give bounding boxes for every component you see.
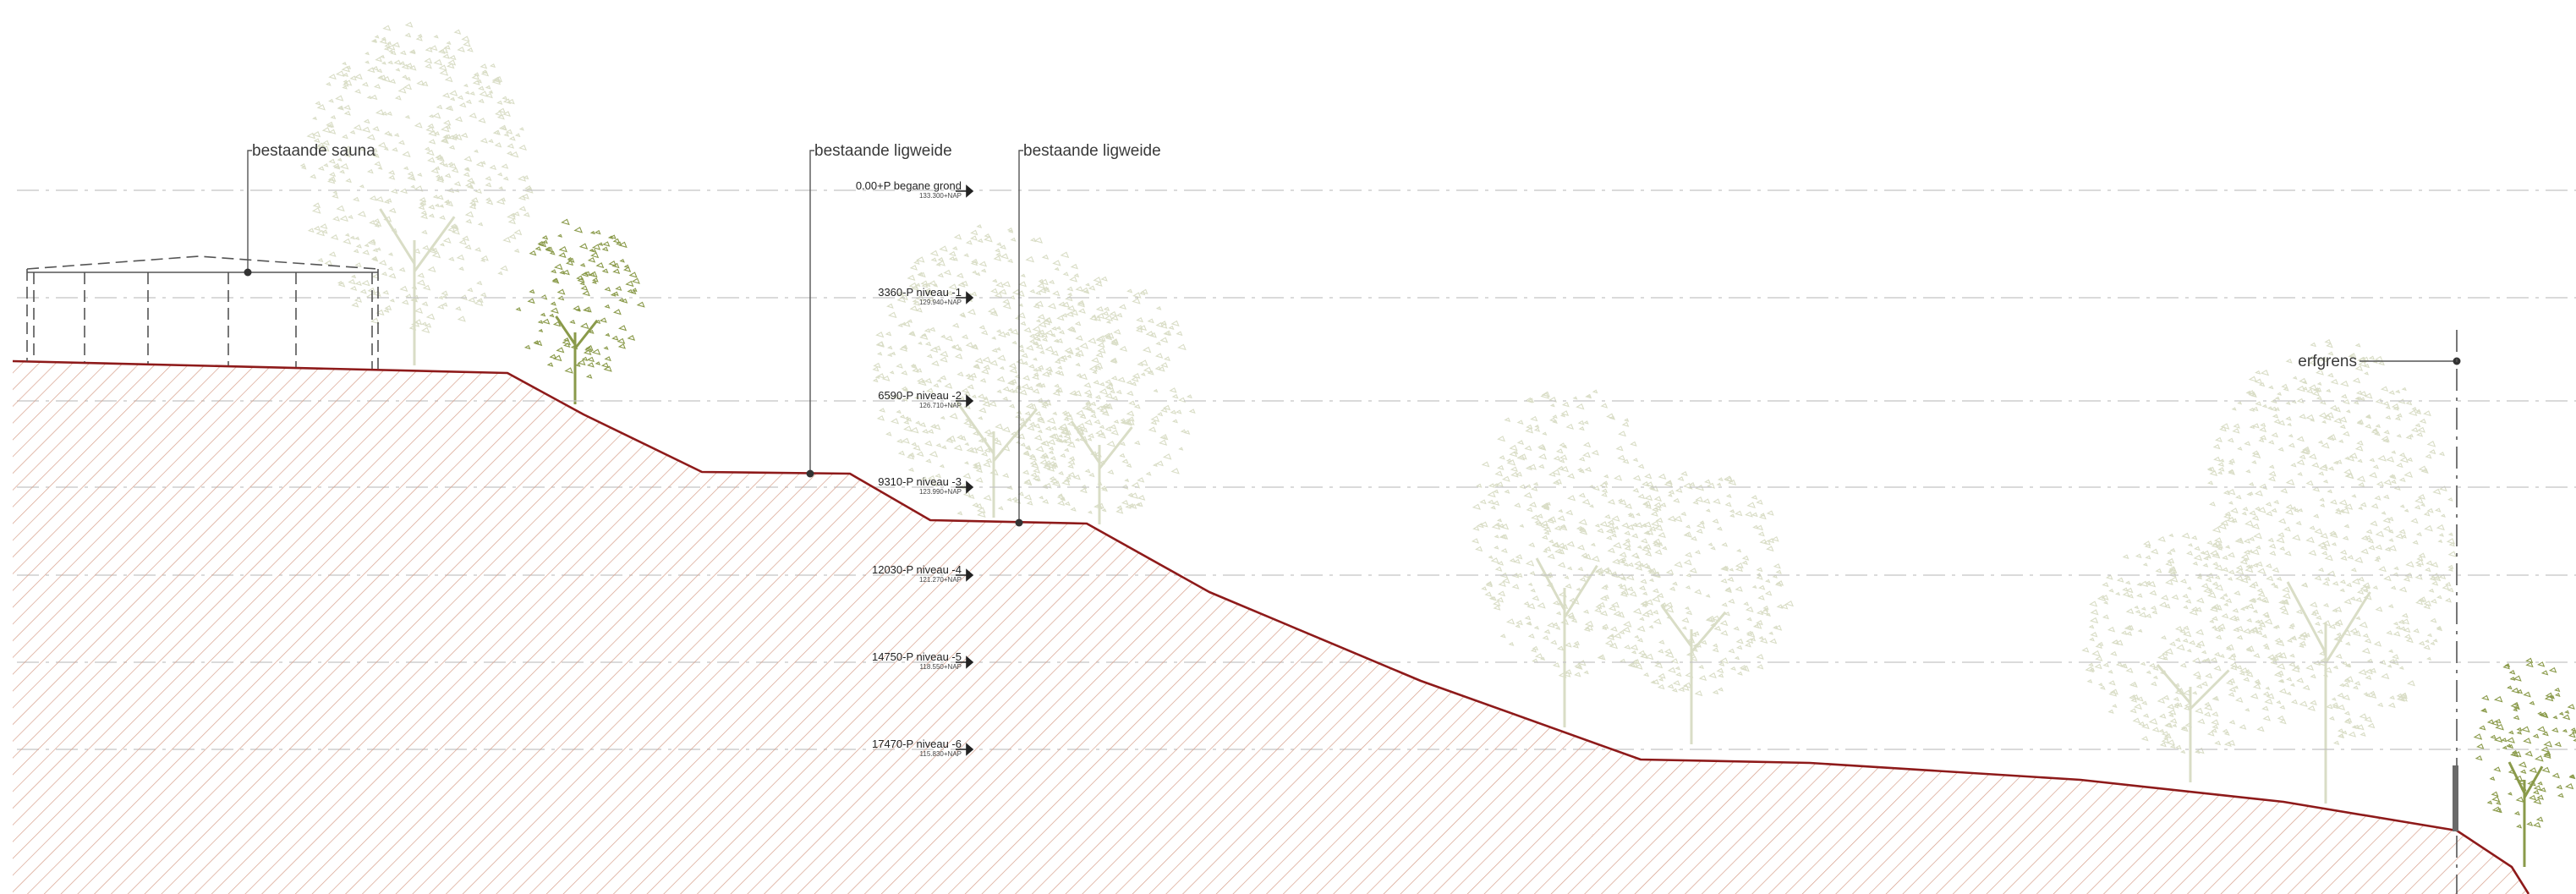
level-arrow-icon xyxy=(956,480,974,494)
level-arrow-icon xyxy=(956,568,974,582)
label-sauna: bestaande sauna xyxy=(252,142,375,160)
tree xyxy=(1594,470,1794,744)
level-marker-6: 17470-P niveau -6 115.830+NAP xyxy=(872,738,974,758)
ligweide-1-marker xyxy=(806,469,814,478)
tree xyxy=(1471,389,1663,727)
sauna-marker xyxy=(244,268,252,277)
boundary-fence xyxy=(2453,765,2458,831)
tree xyxy=(2201,338,2457,804)
tree xyxy=(2473,657,2576,867)
label-ligweide-1: bestaande ligweide xyxy=(814,142,952,160)
level-name: 9310-P niveau -3 xyxy=(878,475,962,488)
level-name: 17470-P niveau -6 xyxy=(872,738,962,750)
level-arrow-icon xyxy=(956,184,974,198)
level-name: 6590-P niveau -2 xyxy=(878,389,962,402)
ligweide-2-marker xyxy=(1015,518,1023,527)
level-arrow-icon xyxy=(956,743,974,756)
level-name: 3360-P niveau -1 xyxy=(878,286,962,299)
level-arrow-icon xyxy=(956,394,974,408)
tree xyxy=(1008,276,1196,524)
terrain-hatch xyxy=(13,361,2529,894)
level-marker-4: 12030-P niveau -4 121.270+NAP xyxy=(872,563,974,584)
level-nap: 133.300+NAP xyxy=(919,192,962,200)
tree xyxy=(299,21,534,365)
level-arrow-icon xyxy=(956,655,974,669)
level-nap: 121.270+NAP xyxy=(919,576,962,584)
level-nap: 123.990+NAP xyxy=(919,488,962,496)
level-nap: 118.550+NAP xyxy=(920,663,962,671)
label-ligweide-2: bestaande ligweide xyxy=(1023,142,1161,160)
tree xyxy=(2081,532,2307,782)
level-marker-1: 3360-P niveau -1 129.940+NAP xyxy=(878,286,974,306)
level-nap: 126.710+NAP xyxy=(919,402,962,409)
level-arrow-icon xyxy=(956,291,974,304)
level-nap: 115.830+NAP xyxy=(920,750,962,758)
level-name: 0.00+P begane grond xyxy=(856,179,962,192)
level-name: 12030-P niveau -4 xyxy=(872,563,962,576)
level-marker-5: 14750-P niveau -5 118.550+NAP xyxy=(872,650,974,671)
level-nap: 129.940+NAP xyxy=(919,299,962,306)
level-marker-0: 0.00+P begane grond 133.300+NAP xyxy=(856,179,974,200)
label-erfgrens: erfgrens xyxy=(2298,353,2357,370)
terrain-line xyxy=(12,359,2530,894)
leaders xyxy=(247,150,2457,523)
sauna-outline xyxy=(26,255,379,369)
level-marker-2: 6590-P niveau -2 126.710+NAP xyxy=(878,389,974,409)
tree xyxy=(872,224,1118,518)
level-marker-3: 9310-P niveau -3 123.990+NAP xyxy=(878,475,974,496)
level-name: 14750-P niveau -5 xyxy=(872,650,962,663)
level-lines xyxy=(17,189,2576,750)
tree xyxy=(515,218,645,404)
trees-layer xyxy=(299,21,2576,867)
